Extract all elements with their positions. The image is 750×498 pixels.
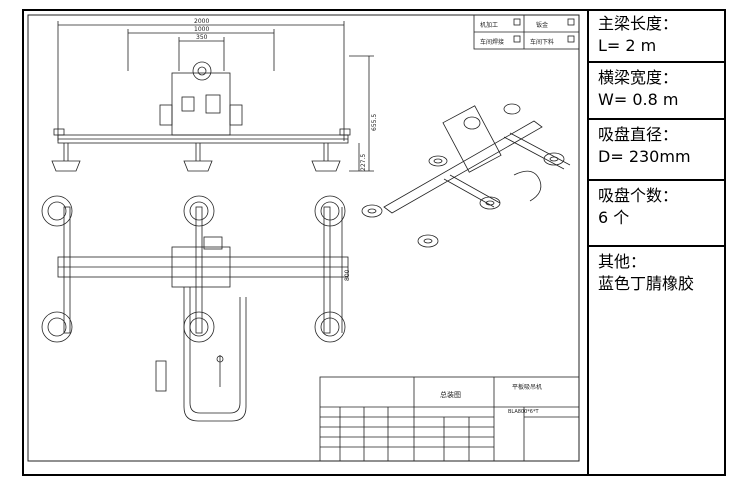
spec-value: D= 230mm [598, 147, 691, 166]
title-block-product: 平板吸吊机 [512, 383, 542, 391]
title-block-name: 总装图 [440, 390, 461, 399]
dim-lower-height: 227.5 [360, 154, 367, 171]
spec-value: L= 2 m [598, 36, 657, 55]
spec-cross-beam-width: 横梁宽度： W= 0.8 m [589, 63, 726, 120]
spec-label: 吸盘个数： [598, 186, 679, 205]
rev-label-cutting: 车间下料 [530, 38, 554, 46]
spec-panel: 主梁长度： L= 2 m 横梁宽度： W= 0.8 m 吸盘直径： D= 230… [587, 9, 726, 476]
spec-value: 蓝色丁腈橡胶 [598, 274, 695, 293]
front-view [51, 61, 351, 172]
drawing-frame [22, 9, 726, 476]
dim-mid-length: 1000 [194, 26, 209, 33]
spec-value: W= 0.8 m [598, 90, 679, 109]
spec-label: 横梁宽度： [598, 68, 679, 87]
assembly-drawing: 2000 1000 350 655.5 227.5 800 [27, 14, 580, 462]
plan-view [41, 195, 349, 422]
rev-label-sheetmetal: 钣金 [536, 21, 548, 29]
dim-overall-height: 655.5 [371, 114, 378, 131]
dim-overall-length: 2000 [194, 18, 209, 25]
dim-beam-width: 800 [344, 269, 351, 281]
rev-label-machining: 机加工 [480, 21, 498, 29]
spec-other: 其他： 蓝色丁腈橡胶 [589, 247, 726, 474]
spec-value: 6 个 [598, 208, 630, 227]
title-block-model: BLA800*6*T [508, 409, 539, 415]
revision-block [473, 14, 580, 50]
spec-main-beam-length: 主梁长度： L= 2 m [589, 9, 726, 63]
dim-inner-length: 350 [196, 34, 208, 41]
spec-label: 其他： [598, 252, 647, 271]
dimension-lines [57, 21, 374, 333]
spec-label: 吸盘直径： [598, 125, 679, 144]
spec-cup-count: 吸盘个数： 6 个 [589, 181, 726, 247]
spec-cup-diameter: 吸盘直径： D= 230mm [589, 120, 726, 181]
isometric-view [361, 103, 571, 248]
title-block [319, 376, 580, 462]
rev-label-welding: 车间焊接 [480, 38, 504, 46]
spec-label: 主梁长度： [598, 14, 679, 33]
